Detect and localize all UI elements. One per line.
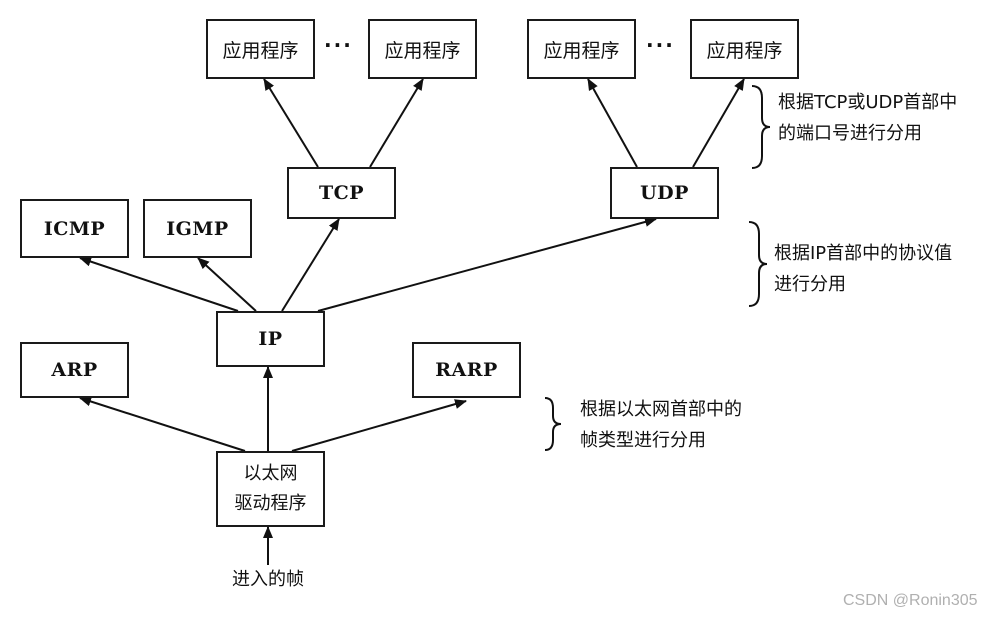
udp-app-right-label: 应用程序 [706,39,783,62]
icmp-box: ICMP [20,199,129,258]
tcp-apps-ellipsis: ··· [324,33,353,57]
arrow-ip-to-udp [317,217,657,312]
udp-box: UDP [610,167,719,219]
tcp-app-left-label: 应用程序 [222,39,299,62]
arrow-ip-to-tcp [281,218,340,312]
ethernet-demux-brace [544,397,562,451]
ip-box: IP [216,311,325,367]
arrow-ip-to-igmp [197,257,257,312]
arrow-driver-to-arp [79,396,246,452]
arrow-udp-to-app-right [692,78,745,168]
igmp-box: IGMP [143,199,252,258]
tcp-app-right-box: 应用程序 [368,19,477,79]
udp-app-right-box: 应用程序 [690,19,799,79]
transport-demux-note: 根据TCP或UDP首部中的端口号进行分用 [778,92,958,144]
ip-demux-brace [748,221,768,307]
arrow-ip-to-icmp [79,256,239,312]
ethernet-driver-box: 以太网 驱动程序 [216,451,325,527]
udp-label: UDP [640,182,689,204]
ethernet-demux-note: 根据以太网首部中的帧类型进行分用 [580,399,742,451]
udp-app-left-label: 应用程序 [543,39,620,62]
udp-app-left-box: 应用程序 [527,19,636,79]
tcp-box: TCP [287,167,396,219]
arp-box: ARP [20,342,129,398]
icmp-label: ICMP [43,217,106,240]
ip-demux-note: 根据IP首部中的协议值进行分用 [774,243,953,295]
ethernet-driver-line2: 驱动程序 [234,493,307,514]
arrow-tcp-to-app-left [263,78,319,168]
ethernet-driver-line1: 以太网 [243,463,298,484]
transport-demux-brace [751,85,771,169]
arrow-tcp-to-app-right [369,78,424,168]
incoming-frame-label: 进入的帧 [232,569,304,590]
ip-label: IP [258,328,283,350]
udp-apps-ellipsis: ··· [646,33,675,57]
arrow-driver-to-rarp [291,399,467,452]
tcp-app-left-box: 应用程序 [206,19,315,79]
rarp-label: RARP [435,359,498,381]
rarp-box: RARP [412,342,521,398]
tcp-label: TCP [318,182,365,204]
tcp-app-right-label: 应用程序 [384,39,461,62]
arp-label: ARP [51,359,98,381]
igmp-label: IGMP [166,217,229,240]
arrow-udp-to-app-left [587,78,638,168]
csdn-watermark: CSDN @Ronin305 [843,592,978,609]
